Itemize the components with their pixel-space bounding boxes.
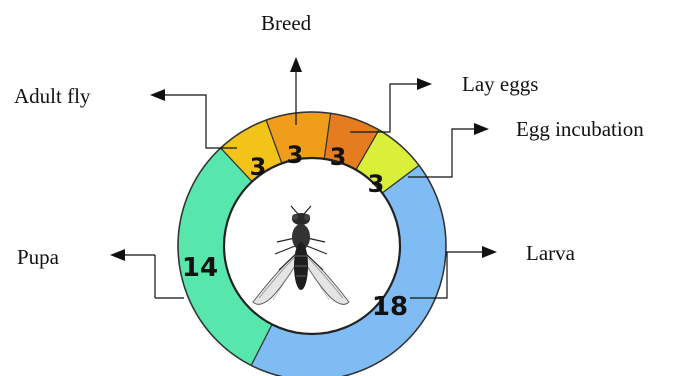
label-pupa: Pupa (17, 245, 60, 269)
fly-illustration (253, 206, 349, 304)
connector-adult-fly (150, 89, 237, 148)
life-cycle-ring (178, 112, 446, 376)
value-egg-incubation: 3 (368, 170, 385, 198)
value-pupa: 14 (182, 253, 218, 283)
label-adult-fly: Adult fly (14, 84, 91, 108)
connector-pupa (110, 249, 184, 298)
value-breed: 3 (287, 141, 304, 169)
value-adult-fly: 3 (250, 153, 267, 181)
label-lay-eggs: Lay eggs (462, 72, 538, 96)
value-lay-eggs: 3 (330, 143, 347, 171)
label-larva: Larva (526, 241, 576, 265)
label-egg-incubation: Egg incubation (516, 117, 644, 141)
value-larva: 18 (372, 292, 408, 322)
label-breed: Breed (261, 11, 312, 35)
